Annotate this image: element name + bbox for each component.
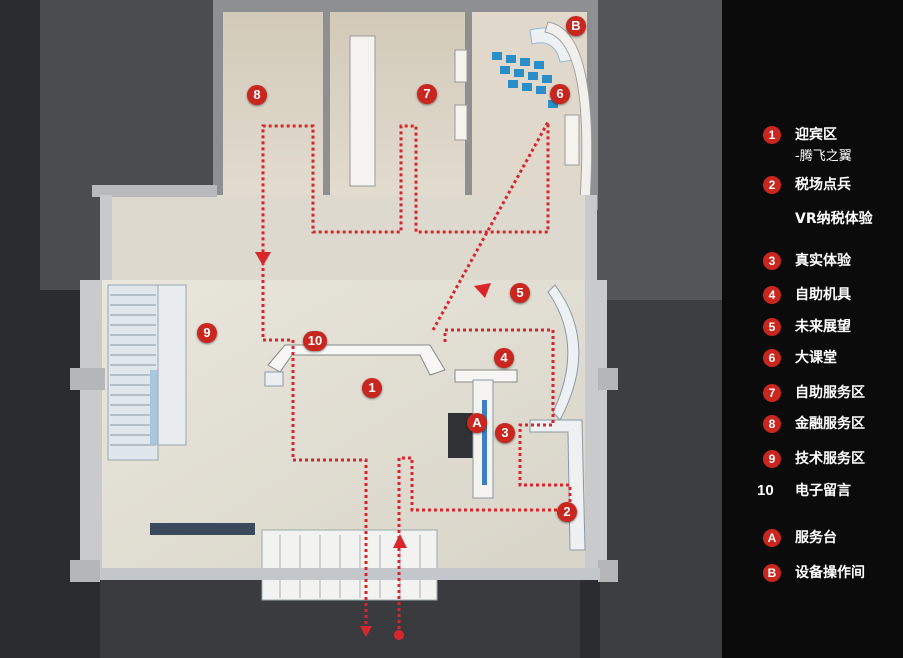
- legend-panel: 1 迎宾区 -腾飞之翼 2 税场点兵 VR纳税体验 3 真实体验 4 自助机具 …: [722, 0, 903, 658]
- legend-item-8: 8 金融服务区: [722, 409, 903, 439]
- service-desk-light: [482, 400, 487, 485]
- future-curved-wall: [547, 284, 580, 421]
- legend-badge: 9: [763, 450, 781, 468]
- legend-label: 迎宾区: [795, 127, 837, 143]
- legend-badge: 10: [757, 482, 774, 499]
- south-facade: [100, 568, 600, 580]
- marker-self-service-machines[interactable]: 4: [494, 348, 514, 368]
- marker-welcome-area[interactable]: 1: [362, 378, 382, 398]
- marker-future-outlook[interactable]: 5: [510, 283, 530, 303]
- marker-equipment-room[interactable]: B: [566, 16, 586, 36]
- legend-label: VR纳税体验: [795, 211, 873, 227]
- legend-label: 自助机具: [795, 287, 851, 303]
- legend-sublabel: -腾飞之翼: [795, 149, 852, 164]
- staircase: [107, 284, 159, 461]
- east-wall: [585, 280, 607, 575]
- wall: [92, 185, 217, 197]
- corridor: [100, 195, 590, 280]
- legend-item-10: 10 电子留言: [722, 476, 903, 506]
- kiosk: [454, 49, 468, 83]
- legend-label: 设备操作间: [795, 565, 865, 581]
- route-arrow-down: [255, 252, 271, 266]
- legend-label: 金融服务区: [795, 416, 865, 432]
- legend-badge: 6: [763, 349, 781, 367]
- legend-badge: 3: [763, 252, 781, 270]
- legend-badge: 4: [763, 286, 781, 304]
- legend-label: 大课堂: [795, 350, 837, 366]
- marker-service-desk[interactable]: A: [467, 413, 487, 433]
- floor-plan-drawing: [0, 0, 722, 658]
- neighbor-ground-right: [600, 300, 722, 658]
- entrance-vestibule: [261, 529, 438, 601]
- legend-label: 真实体验: [795, 253, 851, 269]
- legend-badge: A: [763, 529, 781, 547]
- legend-item-2: 2 税场点兵: [722, 170, 903, 200]
- route-arrow-up: [393, 534, 407, 548]
- wall: [100, 195, 112, 285]
- legend-item-6: 6 大课堂: [722, 343, 903, 373]
- pillar: [598, 368, 618, 390]
- visit-route: [261, 121, 572, 635]
- pillar: [70, 560, 100, 582]
- route-arrow-diagonal: [474, 283, 491, 298]
- legend-item-b: B 设备操作间: [722, 558, 903, 588]
- route-end-arrow: [360, 626, 372, 637]
- marker-tech-service-area[interactable]: 9: [197, 323, 217, 343]
- legend-badge: 8: [763, 415, 781, 433]
- floor-plan: 1 2 3 4 5 6 7 8 9 10 A B: [0, 0, 722, 658]
- legend-item-a: A 服务台: [722, 523, 903, 553]
- neighbor-building-right: [590, 0, 722, 300]
- legend-label: 自助服务区: [795, 385, 865, 401]
- legend-label: 税场点兵: [795, 177, 851, 193]
- west-wall: [80, 280, 102, 570]
- wall: [585, 195, 597, 285]
- marker-real-experience[interactable]: 3: [495, 423, 515, 443]
- service-counter-7: [349, 35, 376, 187]
- marker-tax-field[interactable]: 2: [557, 502, 577, 522]
- kiosk: [454, 104, 468, 141]
- welcome-wing-structure: [267, 344, 446, 376]
- lecture-cabinet: [564, 114, 580, 166]
- legend-item-7: 7 自助服务区: [722, 378, 903, 408]
- legend-item-4: 4 自助机具: [722, 280, 903, 310]
- marker-lecture-hall[interactable]: 6: [550, 84, 570, 104]
- marker-self-service-area[interactable]: 7: [417, 84, 437, 104]
- route-start-dot: [394, 630, 404, 640]
- legend-badge: B: [763, 564, 781, 582]
- tech-service-wall: [157, 284, 187, 446]
- window-bench: [150, 523, 255, 535]
- pillar: [70, 368, 105, 390]
- legend-label: 电子留言: [795, 483, 851, 499]
- legend-item-5: 5 未来展望: [722, 312, 903, 342]
- message-screen: [264, 371, 284, 387]
- pillar: [598, 560, 618, 582]
- lecture-seats: [492, 52, 558, 108]
- legend-badge: 2: [763, 176, 781, 194]
- legend-item-vr: VR纳税体验: [722, 204, 903, 234]
- legend-badge: 7: [763, 384, 781, 402]
- legend-item-3: 3 真实体验: [722, 246, 903, 276]
- stair-steps: [110, 294, 156, 446]
- legend-label: 服务台: [795, 530, 837, 546]
- marker-e-message[interactable]: 10: [303, 331, 327, 351]
- legend-badge: 5: [763, 318, 781, 336]
- room-financial-service: [223, 12, 323, 195]
- legend-item-1: 1 迎宾区 -腾飞之翼: [722, 120, 903, 164]
- marker-financial-service-area[interactable]: 8: [247, 85, 267, 105]
- legend-label: 技术服务区: [795, 451, 865, 467]
- legend-item-9: 9 技术服务区: [722, 444, 903, 474]
- legend-badge: 1: [763, 126, 781, 144]
- legend-label: 未来展望: [795, 319, 851, 335]
